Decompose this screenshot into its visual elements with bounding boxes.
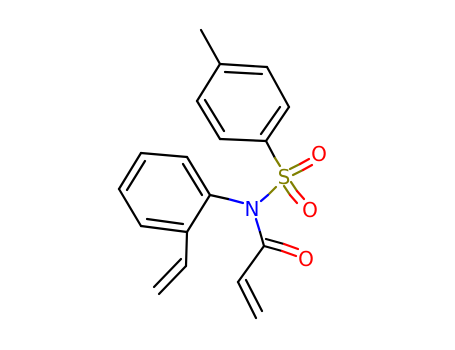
bond-ring1-e-inner — [203, 98, 226, 133]
bond-n-ring-b — [208, 193, 230, 201]
bond-ring2-e-inner — [145, 217, 185, 226]
bond-s-o1-a2 — [291, 168, 305, 177]
bond-c-o-b2 — [282, 242, 300, 251]
bond-vinyl1-double-a — [157, 264, 188, 296]
bond-s-o1-a1 — [288, 162, 302, 171]
bond-ring1-c — [264, 105, 291, 143]
bond-ring-s-b — [273, 156, 282, 168]
bond-c-o-a1 — [262, 244, 284, 253]
bond-ring1-a-inner — [223, 70, 264, 76]
bond-s-o2-a1 — [282, 184, 292, 197]
bond-ring2-a — [185, 155, 212, 197]
bond-vinyl1-double-b — [152, 257, 183, 289]
bond-acryl-1 — [236, 244, 266, 284]
bond-s-n-b — [259, 193, 270, 203]
bond-n-c-b — [258, 230, 266, 248]
atom-sulfur: S — [278, 165, 291, 189]
bond-acryl-double-a — [236, 280, 258, 320]
bond-s-o2-b2 — [295, 189, 306, 201]
bond-ring1-f — [195, 62, 222, 103]
bond-ring1-b — [265, 65, 291, 109]
bond-s-o2-a2 — [289, 180, 299, 193]
bond-methyl — [199, 28, 222, 66]
bond-c-o-a2 — [264, 237, 286, 246]
bond-ring2-f — [185, 193, 212, 234]
atom-nitrogen: N — [245, 197, 260, 221]
bond-s-o1-b1 — [298, 157, 311, 166]
atom-oxygen-sulfonyl-2: O — [302, 198, 318, 222]
bond-s-o1-b2 — [301, 163, 314, 172]
bond-ring-s-a — [264, 139, 277, 160]
bond-ring2-c — [117, 151, 143, 191]
bond-ring1-a — [218, 62, 269, 69]
bond-ring2-c-inner — [125, 159, 147, 192]
bond-s-o2-b1 — [288, 193, 299, 205]
bond-ring2-b — [139, 151, 189, 159]
bond-s-n-a — [266, 185, 278, 197]
bond-ring1-c-inner — [259, 105, 282, 136]
bond-c-o-b1 — [280, 249, 298, 258]
tolyl-ring — [195, 62, 291, 143]
bond-acryl-double-b — [244, 278, 264, 313]
bond-n-ring-a — [226, 197, 245, 205]
bond-ring2-d — [117, 187, 143, 228]
atom-oxygen-sulfonyl-1: O — [311, 142, 327, 166]
bond-vinyl1 — [184, 230, 189, 268]
bond-n-c-a — [254, 217, 262, 234]
atom-oxygen-carbonyl: O — [298, 247, 314, 271]
bond-ring1-d — [218, 137, 268, 143]
phenyl-ring — [117, 151, 212, 234]
bond-ring2-e — [139, 224, 189, 234]
bond-ring1-e — [195, 99, 222, 141]
bond-ring2-a-inner — [181, 162, 204, 197]
